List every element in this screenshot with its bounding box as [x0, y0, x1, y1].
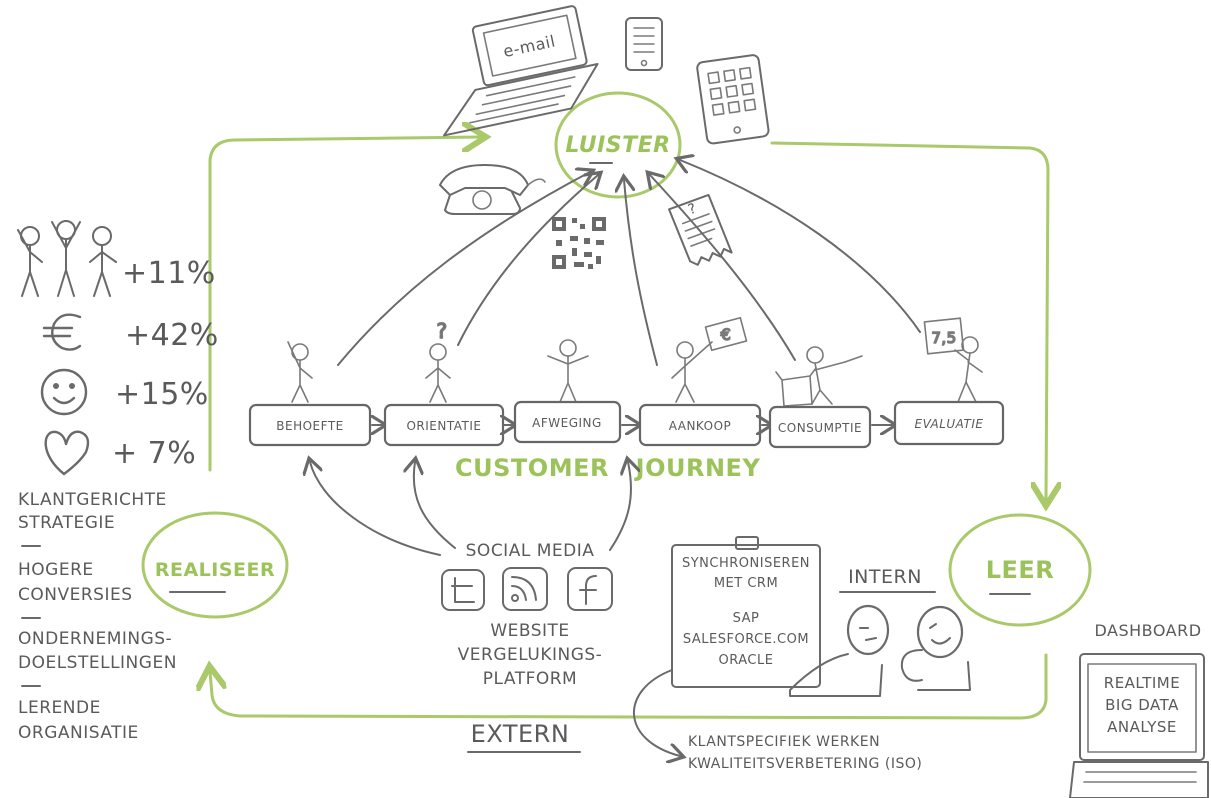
clipboard-sap: SAP [733, 611, 760, 626]
work-arrow [633, 669, 680, 756]
goal-1-line-1: KLANTGERICHTE [18, 490, 167, 510]
stage-consumptie-label: CONSUMPTIE [778, 421, 862, 435]
stage-aankoop-label: AANKOOP [669, 419, 732, 433]
journey-title-journey: JOURNEY [634, 454, 761, 482]
journey-stages: BEHOEFTE ORIENTATIE AFWEGING AANKOOP CON… [248, 400, 1005, 449]
evaluatie-score: 7,5 [931, 329, 956, 347]
rss-icon[interactable] [502, 567, 548, 611]
stat-people-value: +11% [122, 256, 216, 291]
stage-evaluatie[interactable]: EVALUATIE [893, 400, 1005, 446]
goal-3-line-2: DOELSTELLINGEN [18, 653, 177, 673]
goal-2-line-1: HOGERE [18, 560, 94, 580]
figure-afweging-icon [547, 339, 589, 403]
social-arrows [310, 462, 631, 556]
stats-panel: +11% +42% +15% + 7% [17, 220, 219, 476]
receipt-question-mark: ? [686, 200, 699, 218]
stage-consumptie[interactable]: CONSUMPTIE [768, 405, 872, 449]
goal-2-line-2: CONVERSIES [18, 585, 133, 605]
clipboard-oracle: ORACLE [719, 653, 774, 668]
goal-4-line-2: ORGANISATIE [18, 723, 139, 743]
twitter-icon[interactable] [441, 569, 485, 611]
smiley-icon [40, 368, 88, 416]
people-icon [17, 220, 117, 297]
luister-hub[interactable]: LUISTER [554, 91, 682, 199]
figure-orientatie-icon [425, 343, 451, 403]
stage-afweging[interactable]: AFWEGING [513, 400, 622, 444]
telephone-icon [439, 164, 546, 215]
stage-behoefte[interactable]: BEHOEFTE [248, 403, 372, 447]
figure-evaluatie-icon [923, 317, 983, 403]
extern-label: EXTERN [471, 720, 570, 748]
phone-icon [625, 17, 663, 71]
stage-orientatie[interactable]: ORIENTATIE [383, 403, 505, 447]
orientatie-question-mark: ? [436, 319, 447, 343]
stat-heart-value: + 7% [112, 436, 196, 471]
laptop-email-text: e-mail [501, 31, 557, 61]
stage-behoefte-label: BEHOEFTE [276, 419, 343, 433]
source-website: WEBSITE [490, 621, 569, 641]
intern-label: INTERN [848, 566, 922, 588]
luister-label: LUISTER [565, 133, 670, 158]
green-loop [210, 137, 1048, 720]
source-platform: PLATFORM [483, 669, 577, 689]
figure-aankoop-icon [671, 316, 748, 403]
heart-icon [44, 430, 90, 476]
clipboard-line-1: SYNCHRONISEREN [682, 556, 810, 571]
figure-consumptie-icon [775, 346, 863, 407]
goals-list: KLANTGERICHTE STRATEGIE HOGERE CONVERSIE… [18, 490, 177, 743]
leer-hub[interactable]: LEER [948, 513, 1092, 627]
facebook-icon[interactable] [567, 567, 613, 611]
figure-behoefte-icon [287, 341, 313, 403]
stage-figures: ? € 7,5 [287, 316, 983, 407]
realiseer-label: REALISEER [155, 559, 275, 581]
social-media-title: SOCIAL MEDIA [466, 541, 595, 561]
work-line-1: KLANTSPECIFIEK WERKEN [688, 734, 880, 750]
aankoop-euro-note: € [721, 325, 732, 344]
stat-euro-value: +42% [125, 318, 219, 353]
laptop-icon: e-mail [443, 5, 599, 137]
goal-3-line-1: ONDERNEMINGS- [18, 629, 172, 649]
tablet-icon [696, 54, 770, 145]
stage-orientatie-label: ORIENTATIE [406, 419, 481, 433]
euro-icon [42, 313, 82, 351]
feedback-arrows [337, 160, 921, 366]
dashboard-laptop-icon[interactable] [1069, 653, 1209, 798]
goal-1-line-2: STRATEGIE [18, 513, 115, 533]
stage-evaluatie-label: EVALUATIE [915, 417, 984, 431]
source-vergelijkingsplatform: VERGELUKINGS- [458, 645, 603, 665]
stage-aankoop[interactable]: AANKOOP [638, 403, 762, 447]
qr-code-icon [550, 215, 608, 271]
goal-4-line-1: LERENDE [18, 698, 101, 718]
clipboard-line-2: MET CRM [714, 576, 778, 591]
stage-afweging-label: AFWEGING [532, 416, 602, 430]
stat-smiley-value: +15% [115, 377, 209, 412]
dashboard-line-3: ANALYSE [1107, 718, 1177, 736]
intern-people-icon [789, 604, 971, 697]
dashboard-title: DASHBOARD [1094, 621, 1201, 640]
journey-title-customer: CUSTOMER [455, 454, 609, 482]
dashboard-line-1: REALTIME [1104, 674, 1180, 692]
dashboard-line-2: BIG DATA [1105, 696, 1179, 714]
realiseer-hub[interactable]: REALISEER [141, 511, 289, 619]
clipboard-salesforce: SALESFORCE.COM [683, 632, 809, 647]
work-line-2: KWALITEITSVERBETERING (ISO) [688, 756, 922, 772]
leer-label: LEER [986, 556, 1055, 584]
clipboard: SYNCHRONISEREN MET CRM SAP SALESFORCE.CO… [671, 536, 821, 688]
